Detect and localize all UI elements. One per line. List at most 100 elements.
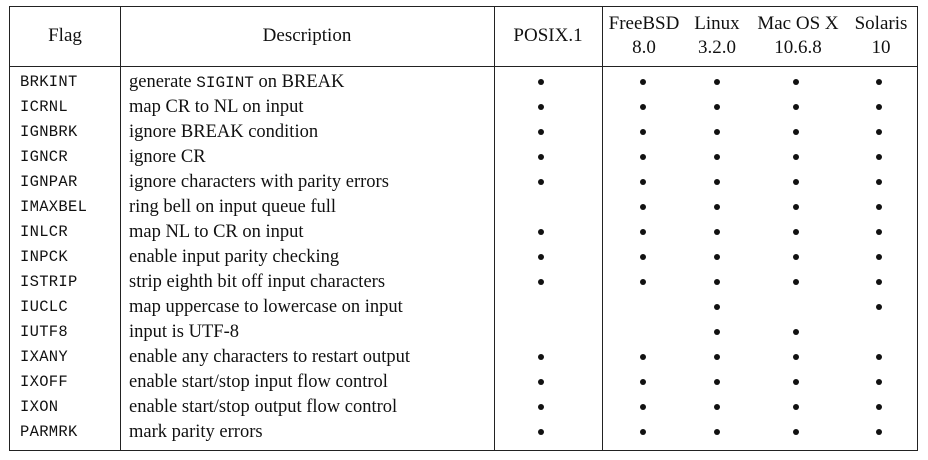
supported-dot-linux [714,179,720,185]
description-text: generate [129,72,197,92]
supported-dot-solaris [876,154,882,160]
supported-dot-linux [714,229,720,235]
flag-description: ignore CR [129,145,206,171]
supported-dot-posix [538,379,544,385]
table-header: Flag Description POSIX.1 FreeBSD 8.0 Lin… [10,7,917,67]
supported-dot-macos [793,79,799,85]
supported-dot-freebsd [640,79,646,85]
column-divider [602,7,603,450]
table-row: IXON enable start/stop output flow contro… [10,395,917,420]
supported-dot-freebsd [640,354,646,360]
description-text: mark parity errors [129,422,263,442]
description-text-tail: on BREAK [253,72,345,92]
supported-dot-linux [714,204,720,210]
supported-dot-solaris [876,379,882,385]
flag-name: IGNPAR [20,173,78,191]
flag-name: IXON [20,398,59,416]
header-linux-version: 3.2.0 [698,37,736,58]
flag-description: map CR to NL on input [129,95,304,121]
table-row: IUTF8 input is UTF-8 [10,320,917,345]
supported-dot-linux [714,79,720,85]
description-text: enable start/stop output flow control [129,397,398,417]
supported-dot-linux [714,129,720,135]
description-text: input is UTF-8 [129,322,239,342]
header-solaris-name: Solaris [854,13,908,34]
supported-dot-solaris [876,304,882,310]
supported-dot-posix [538,154,544,160]
supported-dot-linux [714,429,720,435]
flag-description: mark parity errors [129,420,263,446]
supported-dot-freebsd [640,229,646,235]
supported-dot-linux [714,329,720,335]
flag-description: ignore BREAK condition [129,120,318,146]
table-row: ISTRIP strip eighth bit off input charact… [10,270,917,295]
supported-dot-posix [538,404,544,410]
supported-dot-macos [793,129,799,135]
flag-name: IUCLC [20,298,69,316]
supported-dot-posix [538,354,544,360]
description-text: ring bell on input queue full [129,197,337,217]
supported-dot-solaris [876,429,882,435]
supported-dot-posix [538,229,544,235]
header-flag: Flag [48,25,82,46]
supported-dot-macos [793,429,799,435]
description-text: map CR to NL on input [129,97,304,117]
supported-dot-linux [714,304,720,310]
supported-dot-posix [538,179,544,185]
description-text: enable any characters to restart output [129,347,410,367]
flag-name: PARMRK [20,423,78,441]
supported-dot-linux [714,154,720,160]
supported-dot-macos [793,154,799,160]
description-text: enable start/stop input flow control [129,372,388,392]
flag-name: IUTF8 [20,323,69,341]
supported-dot-freebsd [640,179,646,185]
flag-name: IXOFF [20,373,69,391]
table-row: PARMRK mark parity errors [10,420,917,445]
flag-name: INPCK [20,248,69,266]
supported-dot-freebsd [640,204,646,210]
supported-dot-freebsd [640,254,646,260]
flag-description: strip eighth bit off input characters [129,270,385,296]
flag-name: ISTRIP [20,273,78,291]
table-row: IUCLC map uppercase to lowercase on input [10,295,917,320]
supported-dot-solaris [876,129,882,135]
supported-dot-linux [714,379,720,385]
table-row: INLCR map NL to CR on input [10,220,917,245]
header-linux-name: Linux [694,13,740,34]
supported-dot-macos [793,229,799,235]
supported-dot-freebsd [640,379,646,385]
flag-name: BRKINT [20,73,78,91]
flag-description: enable start/stop input flow control [129,370,388,396]
table-row: ICRNL map CR to NL on input [10,95,917,120]
description-text: ignore CR [129,147,206,167]
supported-dot-solaris [876,354,882,360]
supported-dot-freebsd [640,279,646,285]
flag-name: ICRNL [20,98,69,116]
description-text: map NL to CR on input [129,222,304,242]
supported-dot-solaris [876,279,882,285]
supported-dot-solaris [876,179,882,185]
supported-dot-linux [714,279,720,285]
supported-dot-solaris [876,229,882,235]
supported-dot-macos [793,279,799,285]
table-row: IXOFF enable start/stop input flow contro… [10,370,917,395]
description-code: SIGINT [196,74,254,92]
flag-description: enable any characters to restart output [129,345,410,371]
header-freebsd-version: 8.0 [632,37,656,58]
supported-dot-solaris [876,204,882,210]
flags-table: Flag Description POSIX.1 FreeBSD 8.0 Lin… [9,6,918,451]
flag-description: generate SIGINT on BREAK [129,70,344,96]
flag-description: map uppercase to lowercase on input [129,295,403,321]
description-text: map uppercase to lowercase on input [129,297,403,317]
header-posix: POSIX.1 [513,25,583,46]
supported-dot-linux [714,404,720,410]
supported-dot-linux [714,254,720,260]
description-text: enable input parity checking [129,247,340,267]
flag-name: INLCR [20,223,69,241]
description-text: strip eighth bit off input characters [129,272,386,292]
supported-dot-solaris [876,79,882,85]
supported-dot-macos [793,379,799,385]
header-macos-version: 10.6.8 [774,37,822,58]
